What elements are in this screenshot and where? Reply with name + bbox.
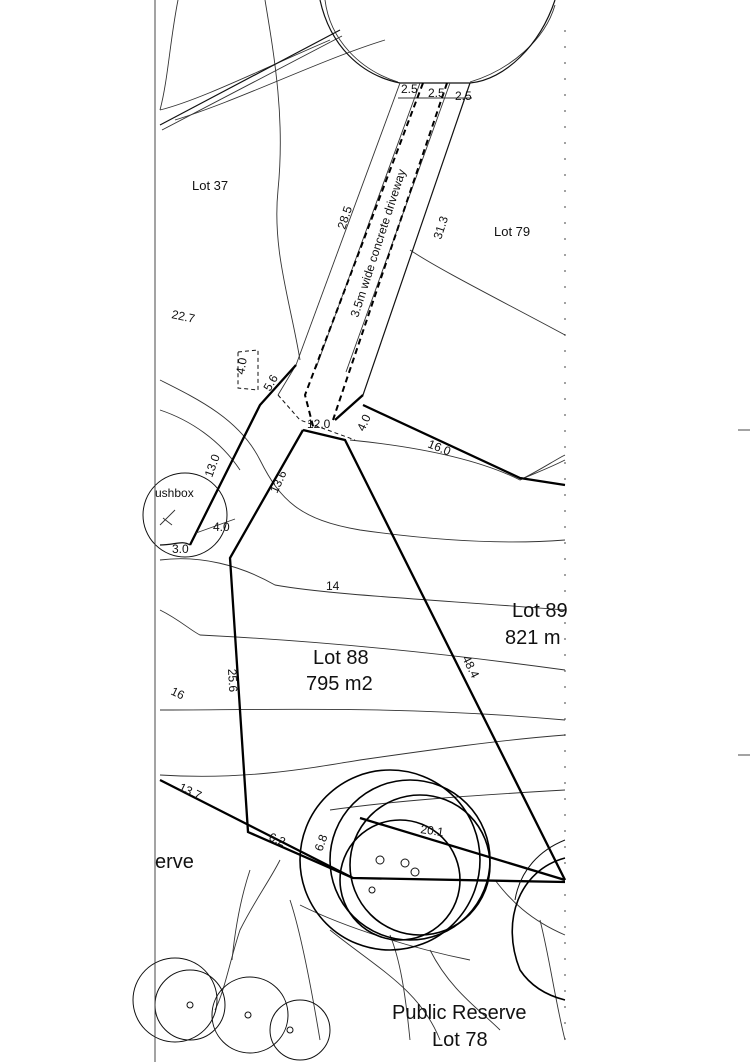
- dim-13-6: 13.6: [267, 468, 290, 495]
- dim-2-5-middle: 2.5: [428, 86, 445, 100]
- dim-25-6: 25.6: [225, 668, 240, 692]
- dim-13-0: 13.0: [202, 452, 223, 479]
- lot89-name: Lot 89: [512, 600, 568, 622]
- pushbox-label: ushbox: [155, 486, 194, 500]
- lot79-label: Lot 79: [494, 224, 530, 239]
- dim-20-1: 20.1: [420, 822, 445, 839]
- dim-22-7: 22.7: [170, 307, 196, 326]
- driveway-dashed: [237, 82, 448, 441]
- dim-6-8: 6.8: [312, 832, 331, 853]
- dim-4-0-right: 4.0: [354, 412, 374, 433]
- page-edge-marks: [564, 30, 750, 1040]
- dim-2-5-right: 2.5: [455, 89, 472, 103]
- lot88-area: 795 m2: [306, 673, 373, 695]
- reserve-partial-label: erve: [155, 851, 194, 873]
- dim-4-0-top: 4.0: [233, 356, 250, 375]
- dim-6-2: 6.2: [267, 830, 288, 849]
- contour-lines: [159, 0, 566, 1041]
- dim-31-3: 31.3: [431, 214, 452, 241]
- lot89-area: 821 m: [505, 627, 561, 649]
- lot88-boundary: [159, 364, 567, 884]
- dim-28-5: 28.5: [335, 204, 356, 231]
- driveway-label: 3.5m wide concrete driveway: [348, 167, 409, 318]
- lot88-name: Lot 88: [313, 647, 369, 669]
- public-reserve-label: Public Reserve: [392, 1002, 527, 1024]
- pushbox-symbol: [142, 472, 236, 558]
- dim-3-0: 3.0: [172, 542, 189, 556]
- dim-12-0: 12.0: [307, 417, 331, 431]
- dim-4-0-bottom: 4.0: [213, 520, 230, 534]
- lot37-label: Lot 37: [192, 178, 228, 193]
- dim-5-6: 5.6: [260, 372, 281, 394]
- lot37-boundary: [159, 29, 343, 131]
- contour-14: 14: [326, 579, 340, 593]
- lot78-label: Lot 78: [432, 1029, 488, 1051]
- dim-2-5-left: 2.5: [401, 82, 418, 96]
- tree-canopies: [132, 769, 566, 1061]
- contour-16: 16: [169, 684, 187, 702]
